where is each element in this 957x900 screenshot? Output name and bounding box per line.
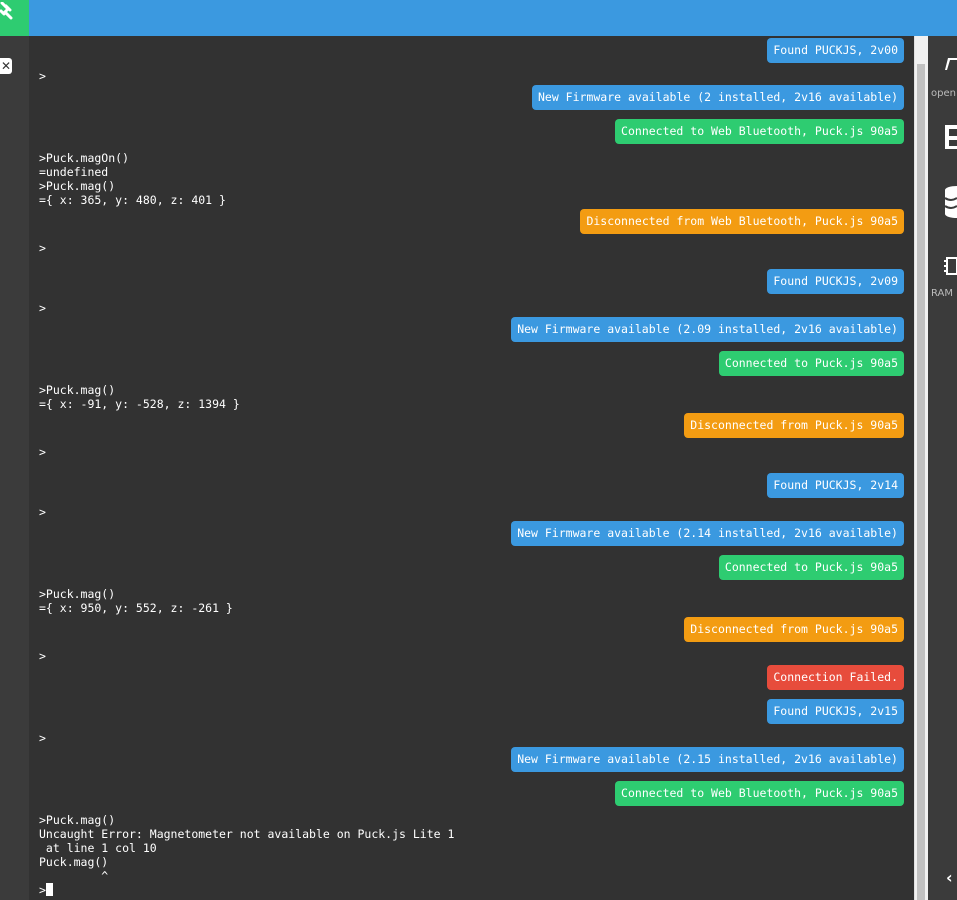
terminal-line: > xyxy=(39,241,46,255)
notification-connected: Connected to Web Bluetooth, Puck.js 90a5 xyxy=(615,781,904,806)
close-icon: ✕ xyxy=(1,59,12,73)
terminal-line: ={ x: -91, y: -528, z: 1394 } xyxy=(39,397,240,411)
terminal-line: at line 1 col 10 xyxy=(39,841,157,855)
terminal-line: >Puck.mag() xyxy=(39,383,116,397)
terminal-line: =undefined xyxy=(39,165,109,179)
terminal-line: ={ x: 365, y: 480, z: 401 } xyxy=(39,193,226,207)
terminal-line: > xyxy=(39,731,46,745)
right-sidebar: open RAM ‹ xyxy=(928,36,957,900)
notification-disconnected: Disconnected from Web Bluetooth, Puck.js… xyxy=(580,209,904,234)
database-icon[interactable] xyxy=(944,186,957,218)
terminal-line: > xyxy=(39,505,46,519)
notification-connected: Connected to Web Bluetooth, Puck.js 90a5 xyxy=(615,119,904,144)
save-icon[interactable] xyxy=(944,124,957,150)
notification-connected: Connected to Puck.js 90a5 xyxy=(718,555,904,580)
notification-found: Found PUCKJS, 2v00 xyxy=(767,38,904,63)
notification-firmware: New Firmware available (2 installed, 2v1… xyxy=(531,85,904,110)
text-cursor xyxy=(45,883,53,896)
left-panel-strip: ✕ xyxy=(0,36,29,900)
chevron-left-icon[interactable]: ‹ xyxy=(946,868,953,887)
notification-connected: Connected to Puck.js 90a5 xyxy=(718,351,904,376)
terminal-line: ={ x: 950, y: 552, z: -261 } xyxy=(39,601,233,615)
notification-error: Connection Failed. xyxy=(767,665,904,690)
terminal-line: Uncaught Error: Magnetometer not availab… xyxy=(39,827,455,841)
notification-firmware: New Firmware available (2.09 installed, … xyxy=(511,317,904,342)
scrollbar-thumb[interactable] xyxy=(917,64,925,900)
connect-button[interactable] xyxy=(0,0,29,36)
terminal-line: >Puck.mag() xyxy=(39,587,116,601)
notification-found: Found PUCKJS, 2v14 xyxy=(767,473,904,498)
prompt-symbol: > xyxy=(39,883,46,897)
terminal-line: > xyxy=(39,301,46,315)
terminal-line: ^ xyxy=(39,869,109,883)
plug-icon xyxy=(0,2,13,20)
open-label: open xyxy=(931,88,956,99)
terminal-line: >Puck.mag() xyxy=(39,813,116,827)
terminal-line: > xyxy=(39,649,46,663)
terminal-line: >Puck.mag() xyxy=(39,179,116,193)
terminal[interactable]: Found PUCKJS, 2v00 > New Firmware availa… xyxy=(29,36,914,900)
notification-found: Found PUCKJS, 2v09 xyxy=(767,269,904,294)
chip-icon[interactable] xyxy=(944,256,957,276)
top-toolbar xyxy=(0,0,957,36)
terminal-line: > xyxy=(39,69,46,83)
notification-firmware: New Firmware available (2.15 installed, … xyxy=(511,747,904,772)
terminal-prompt[interactable]: > xyxy=(39,883,53,897)
terminal-line: >Puck.magOn() xyxy=(39,151,130,165)
notification-firmware: New Firmware available (2.14 installed, … xyxy=(511,521,904,546)
open-file-icon[interactable] xyxy=(944,56,957,72)
notification-disconnected: Disconnected from Puck.js 90a5 xyxy=(684,617,904,642)
ram-label: RAM xyxy=(931,288,954,299)
notification-disconnected: Disconnected from Puck.js 90a5 xyxy=(684,413,904,438)
terminal-line: Puck.mag() xyxy=(39,855,109,869)
collapse-panel-button[interactable]: ✕ xyxy=(0,58,12,74)
notification-found: Found PUCKJS, 2v15 xyxy=(767,699,904,724)
terminal-line: > xyxy=(39,445,46,459)
